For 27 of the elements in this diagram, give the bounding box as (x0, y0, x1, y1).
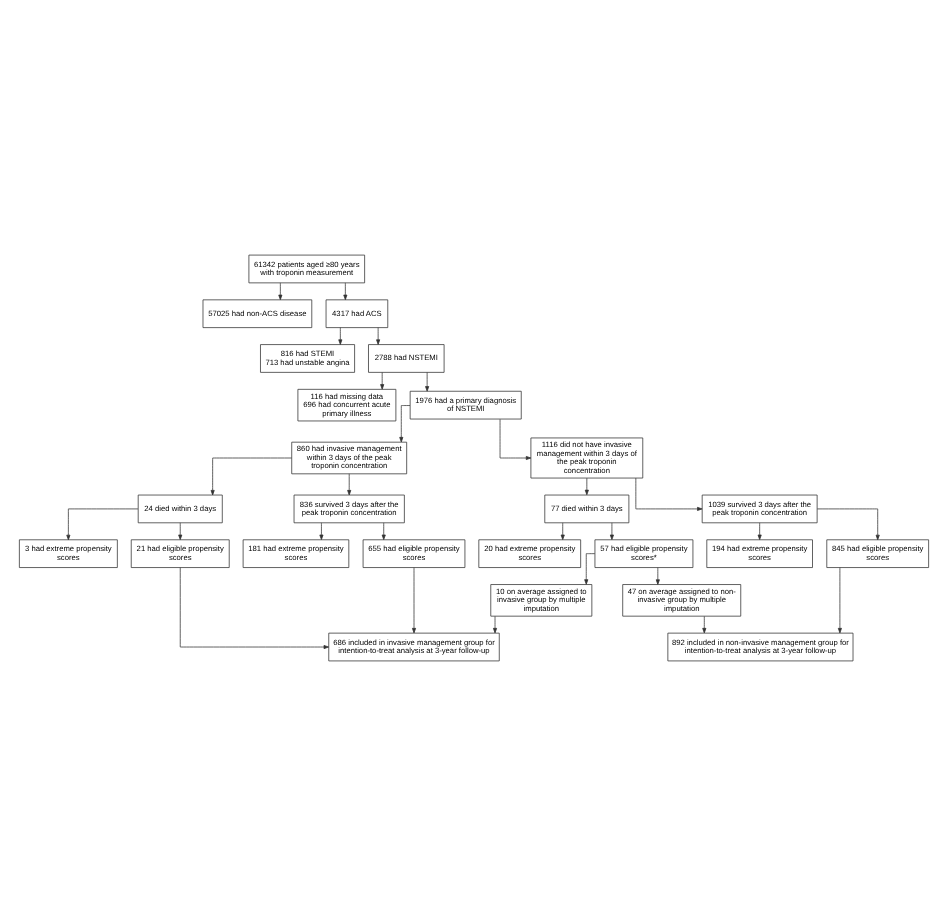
arrow (702, 615, 707, 633)
arrow (493, 615, 498, 633)
arrow (635, 476, 703, 510)
arrow (655, 566, 660, 584)
arrow (343, 281, 348, 300)
arrow (609, 521, 614, 539)
arrow (278, 281, 283, 300)
arrow (757, 521, 762, 539)
arrow (380, 371, 385, 389)
arrow (210, 456, 293, 495)
arrow (584, 476, 589, 495)
arrow (837, 566, 842, 633)
arrow (560, 521, 565, 539)
arrow (179, 566, 329, 649)
arrow (66, 507, 139, 540)
arrow (584, 552, 596, 584)
arrow (381, 521, 386, 539)
arrow (376, 326, 381, 344)
arrow (816, 507, 880, 540)
arrow (338, 326, 343, 344)
arrow (412, 566, 416, 633)
arrow (399, 404, 411, 442)
arrow (499, 417, 532, 459)
arrow (178, 521, 183, 539)
arrow (425, 371, 430, 391)
arrow (347, 472, 352, 495)
arrow (319, 521, 324, 539)
